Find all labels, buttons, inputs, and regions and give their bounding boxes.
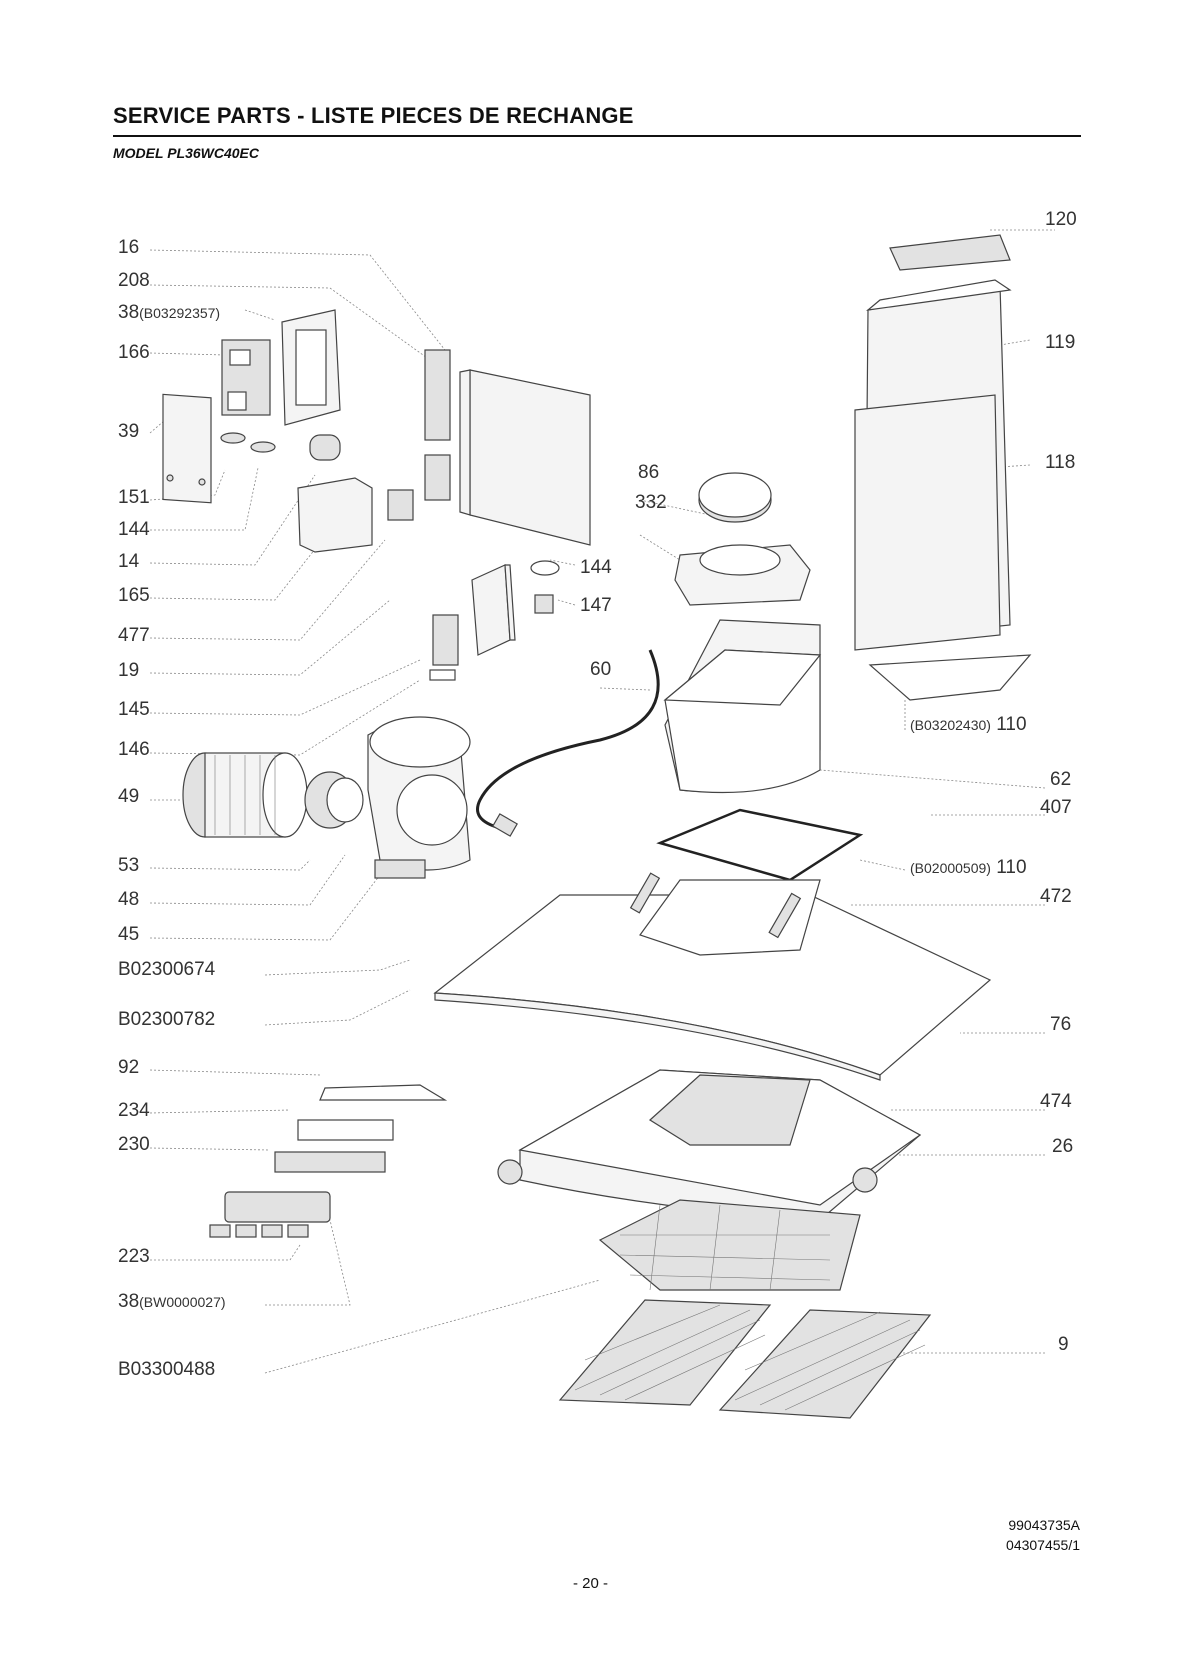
page-number: - 20 - xyxy=(0,1575,1181,1592)
callout-332: 332 xyxy=(635,493,667,512)
callout-part-code: (B03292357) xyxy=(139,305,220,321)
charcoal-filter xyxy=(600,1200,860,1290)
callout-230: 230 xyxy=(118,1135,150,1154)
callout-472: 472 xyxy=(1040,887,1072,906)
document-revision: 04307455/1 xyxy=(960,1537,1080,1553)
callout-number: 38 xyxy=(118,1291,139,1312)
power-cord xyxy=(478,650,659,836)
callout-53: 53 xyxy=(118,856,139,875)
callout-119: 119 xyxy=(1045,333,1075,352)
callout-166: 166 xyxy=(118,343,150,362)
glass-canopy xyxy=(435,873,990,1080)
callout-110-b03202430: (B03202430) 110 xyxy=(910,715,1027,734)
callout-165: 165 xyxy=(118,586,150,605)
document-number: 99043735A xyxy=(960,1517,1080,1533)
gasket xyxy=(660,810,860,880)
callout-477: 477 xyxy=(118,626,150,645)
blower-assembly xyxy=(183,717,470,878)
callout-number: 38 xyxy=(118,302,139,323)
callout-48: 48 xyxy=(118,890,139,909)
callout-86: 86 xyxy=(638,463,659,482)
callout-b02300782: B02300782 xyxy=(118,1010,215,1029)
callout-118: 118 xyxy=(1045,453,1075,472)
callout-14: 14 xyxy=(118,552,139,571)
callout-16: 16 xyxy=(118,238,139,257)
callout-38-b03292357: 38(B03292357) xyxy=(118,303,220,322)
chimney xyxy=(855,235,1030,700)
callout-110-b02000509: (B02000509) 110 xyxy=(910,858,1027,877)
callout-223: 223 xyxy=(118,1247,150,1266)
callout-60: 60 xyxy=(590,660,611,679)
callout-part-code: (B02000509) xyxy=(910,860,991,876)
callout-49: 49 xyxy=(118,787,139,806)
callout-407: 407 xyxy=(1040,798,1072,817)
callout-144-center: 144 xyxy=(580,558,612,577)
callout-45: 45 xyxy=(118,925,139,944)
callout-144: 144 xyxy=(118,520,150,539)
electrical-parts xyxy=(430,561,559,680)
callout-9: 9 xyxy=(1058,1335,1069,1354)
callout-147: 147 xyxy=(580,596,612,615)
grease-filters xyxy=(560,1300,930,1418)
parts-upper-left xyxy=(163,310,450,552)
callout-number: 110 xyxy=(996,714,1026,735)
callout-part-code: (B03202430) xyxy=(910,717,991,733)
callout-38-bw0000027: 38(BW0000027) xyxy=(118,1292,226,1311)
callout-145: 145 xyxy=(118,700,150,719)
callout-234: 234 xyxy=(118,1101,150,1120)
hood-body xyxy=(498,1070,920,1220)
callout-151: 151 xyxy=(118,488,150,507)
callout-number: 110 xyxy=(996,857,1026,878)
callout-208: 208 xyxy=(118,271,150,290)
callout-76: 76 xyxy=(1050,1015,1071,1034)
callout-part-code: (BW0000027) xyxy=(139,1294,225,1310)
callout-120: 120 xyxy=(1045,210,1077,229)
callout-92: 92 xyxy=(118,1058,139,1077)
callout-26: 26 xyxy=(1052,1137,1073,1156)
callout-b02300674: B02300674 xyxy=(118,960,215,979)
callout-39: 39 xyxy=(118,422,139,441)
callout-146: 146 xyxy=(118,740,150,759)
callout-b03300488: B03300488 xyxy=(118,1360,215,1379)
control-panel-parts xyxy=(210,1085,445,1237)
callout-62: 62 xyxy=(1050,770,1071,789)
callout-474: 474 xyxy=(1040,1092,1072,1111)
mounting-plate xyxy=(460,370,590,545)
damper xyxy=(675,473,810,605)
callout-19: 19 xyxy=(118,661,139,680)
